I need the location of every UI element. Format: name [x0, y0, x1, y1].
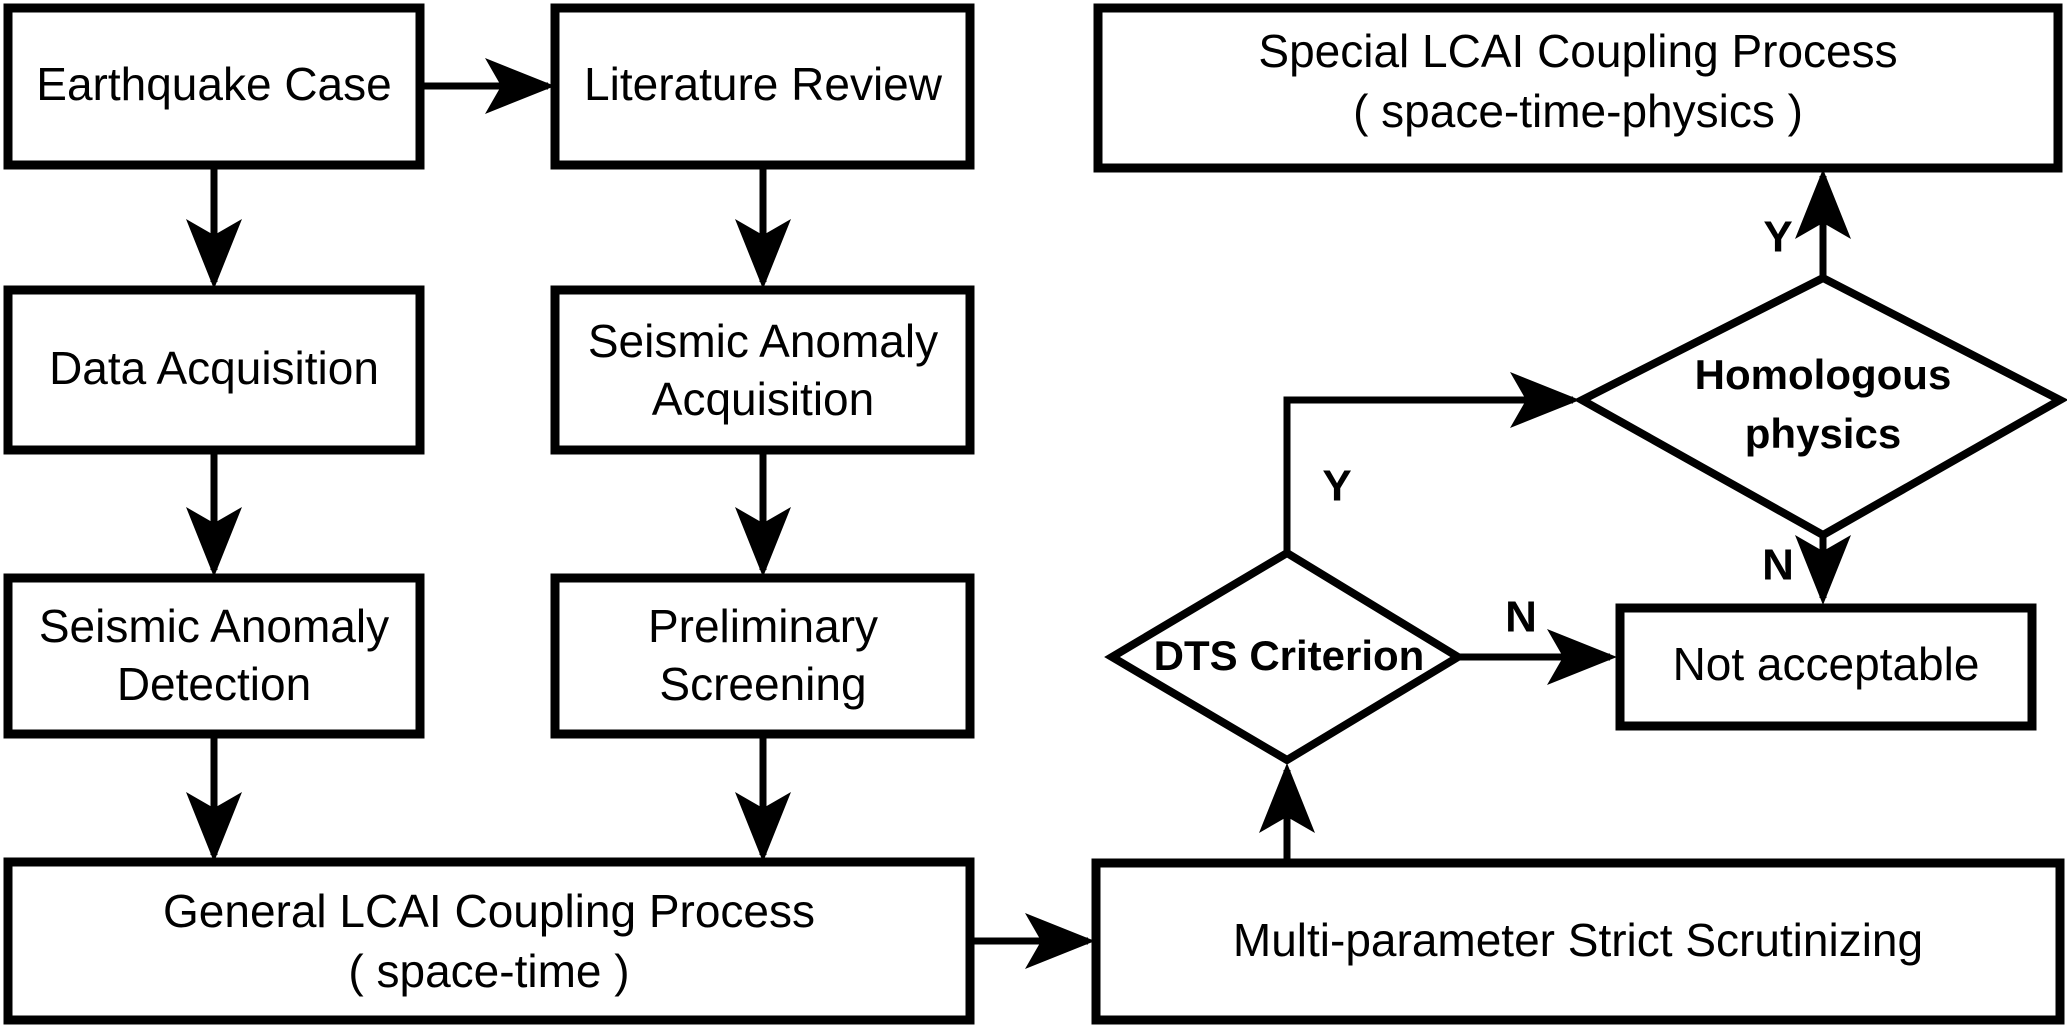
edge-labels: Y N Y N [1322, 213, 1794, 642]
node-literature-review-label: Literature Review [584, 58, 943, 110]
node-special-lcai-coupling-process[interactable]: Special LCAI Coupling Process ( space-ti… [1093, 3, 2063, 173]
node-data-acquisition-label: Data Acquisition [49, 342, 379, 394]
node-general-lcai-label-2: ( space-time ) [348, 945, 629, 997]
node-homologous-physics-label-2: physics [1745, 410, 1901, 457]
node-seismic-anomaly-acquisition-box [550, 285, 975, 455]
node-literature-review[interactable]: Literature Review [550, 3, 975, 170]
node-seismic-anomaly-detection[interactable]: Seismic Anomaly Detection [3, 573, 425, 739]
node-earthquake-case[interactable]: Earthquake Case [3, 3, 425, 170]
node-special-lcai-label-1: Special LCAI Coupling Process [1258, 25, 1897, 77]
node-general-lcai-label-1: General LCAI Coupling Process [163, 885, 815, 937]
node-special-lcai-box [1093, 3, 2063, 173]
node-homologous-physics-diamond [1573, 273, 2067, 540]
node-special-lcai-label-2: ( space-time-physics ) [1353, 85, 1803, 137]
node-literature-review-box [550, 3, 975, 170]
node-seismic-anomaly-detection-label-2: Detection [117, 658, 311, 710]
node-data-acquisition[interactable]: Data Acquisition [3, 285, 425, 455]
node-not-acceptable-label: Not acceptable [1673, 638, 1980, 690]
node-dts-criterion[interactable]: DTS Criterion [1104, 548, 1466, 765]
node-preliminary-screening[interactable]: Preliminary Screening [550, 573, 975, 739]
node-earthquake-case-label: Earthquake Case [36, 58, 391, 110]
node-seismic-anomaly-detection-box [3, 573, 425, 739]
node-not-acceptable[interactable]: Not acceptable [1615, 603, 2037, 731]
node-dts-criterion-diamond [1104, 548, 1466, 765]
node-multi-parameter-box [1091, 858, 2065, 1025]
node-homologous-physics-label-1: Homologous [1695, 351, 1952, 398]
node-multi-parameter-strict-scrutinizing[interactable]: Multi-parameter Strict Scrutinizing [1091, 858, 2065, 1025]
node-multi-parameter-label: Multi-parameter Strict Scrutinizing [1233, 914, 1923, 966]
node-general-lcai-coupling-process[interactable]: General LCAI Coupling Process ( space-ti… [3, 857, 975, 1025]
node-data-acquisition-box [3, 285, 425, 455]
edge-label-homologous-no: N [1762, 541, 1794, 590]
connectors [186, 58, 1851, 969]
node-general-lcai-box [3, 857, 975, 1025]
node-seismic-anomaly-detection-label-1: Seismic Anomaly [39, 600, 389, 652]
node-homologous-physics[interactable]: Homologous physics [1573, 273, 2067, 540]
node-seismic-anomaly-acquisition-label-2: Acquisition [652, 373, 874, 425]
node-preliminary-screening-label-1: Preliminary [648, 600, 878, 652]
node-not-acceptable-box [1615, 603, 2037, 731]
node-preliminary-screening-label-2: Screening [659, 658, 866, 710]
node-dts-criterion-label: DTS Criterion [1154, 632, 1425, 679]
node-preliminary-screening-box [550, 573, 975, 739]
edge-label-homologous-yes: Y [1763, 213, 1792, 262]
node-seismic-anomaly-acquisition[interactable]: Seismic Anomaly Acquisition [550, 285, 975, 455]
edge-label-dts-yes: Y [1322, 462, 1351, 511]
node-seismic-anomaly-acquisition-label-1: Seismic Anomaly [588, 315, 938, 367]
node-earthquake-case-box [3, 3, 425, 170]
edge-label-dts-no: N [1505, 593, 1537, 642]
edge-dts-yes-to-homologous [1283, 372, 1580, 553]
